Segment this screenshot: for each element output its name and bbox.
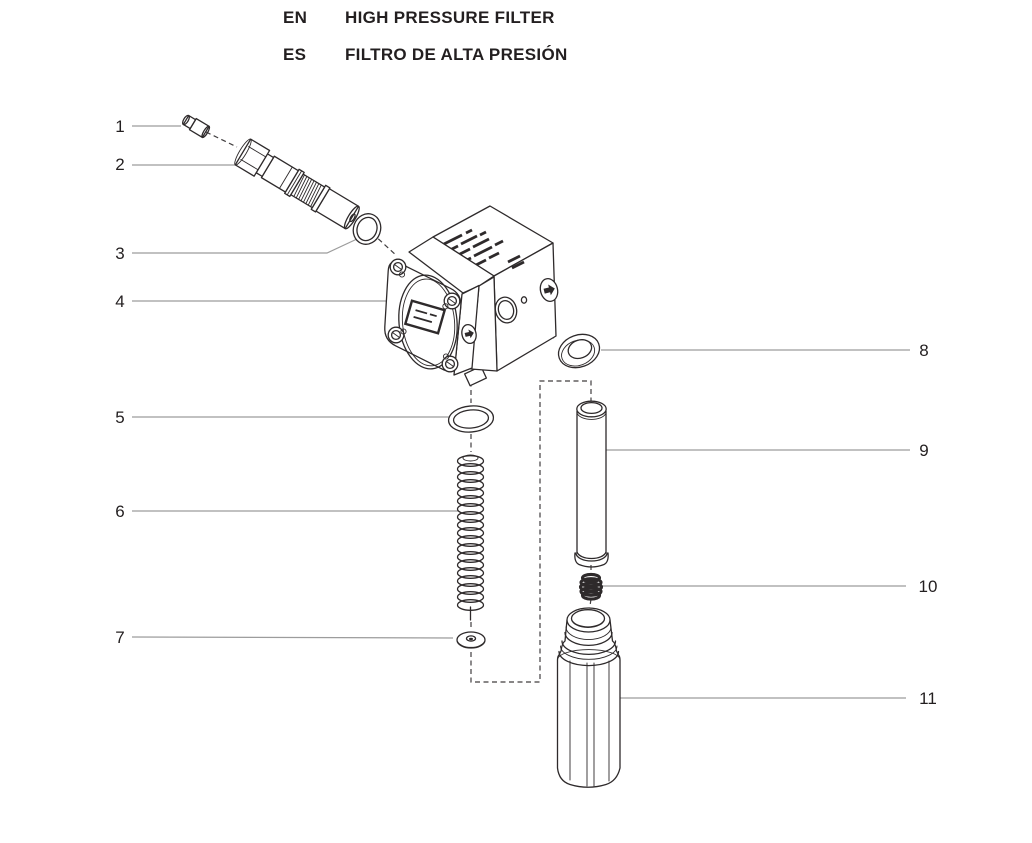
part-9-filter-element: [574, 400, 609, 568]
spring-coils: [456, 455, 485, 611]
axis-dash-oring-to-body: [371, 232, 398, 257]
callout-11: 11: [919, 689, 937, 708]
callout-numbers: 1 2 3 4 5 6 7 8 9 10 11: [115, 117, 937, 708]
part-10-small-spring: [578, 572, 604, 601]
body-bottom-boss: [463, 365, 488, 387]
flow-arrow-icon: [464, 329, 474, 339]
front-label-plate: [403, 299, 447, 335]
title-lang-es: ES: [283, 45, 306, 64]
callout-4: 4: [115, 292, 124, 311]
callout-1: 1: [115, 117, 124, 136]
title-text-en: HIGH PRESSURE FILTER: [345, 8, 555, 27]
part-3-oring: [352, 213, 382, 245]
title-block: EN HIGH PRESSURE FILTER ES FILTRO DE ALT…: [283, 8, 568, 64]
body-badge-right: [539, 278, 559, 302]
bowl-mouth: [566, 607, 611, 633]
assembly-axis-dashed-lines: [205, 131, 592, 683]
element-bottom-flare: [575, 552, 608, 562]
callout-3: 3: [115, 244, 124, 263]
callout-10: 10: [919, 577, 938, 596]
part-2-valve-assembly: [234, 138, 360, 230]
flange-badge: [461, 323, 477, 345]
axis-dash-plug-to-valve: [205, 131, 238, 148]
callout-9: 9: [919, 441, 928, 460]
screw-bottom-right: [441, 353, 459, 373]
part-6-spring: [456, 454, 485, 621]
leader-line-7: [131, 636, 454, 639]
callout-8: 8: [919, 341, 928, 360]
body-small-hole-upper: [520, 296, 528, 304]
callout-2: 2: [115, 155, 124, 174]
title-text-es: FILTRO DE ALTA PRESIÓN: [345, 45, 568, 64]
screw-top-left: [389, 258, 407, 278]
flange-front-window: [398, 274, 458, 370]
callout-7: 7: [115, 628, 124, 647]
screw-bottom-left: [387, 326, 407, 344]
callout-5: 5: [115, 408, 124, 427]
callout-6: 6: [115, 502, 124, 521]
part-8-seal-ring: [557, 333, 601, 369]
flange-corner-screws: [387, 258, 461, 373]
part-5-oring: [447, 405, 495, 433]
part-7-washer: [456, 631, 486, 649]
axis-dash-routing-bracket: [470, 380, 592, 683]
flow-arrow-icon: [543, 284, 555, 296]
body-side-port: [494, 296, 518, 324]
thread-ribs: [293, 174, 322, 208]
title-lang-en: EN: [283, 8, 307, 27]
screw-top-right: [442, 292, 461, 310]
part-4-filter-body: [384, 205, 559, 387]
part-1-plug: [182, 114, 211, 139]
leader-lines: [131, 125, 910, 699]
part-11-filter-bowl: [556, 607, 621, 788]
leader-line-3: [132, 238, 358, 254]
